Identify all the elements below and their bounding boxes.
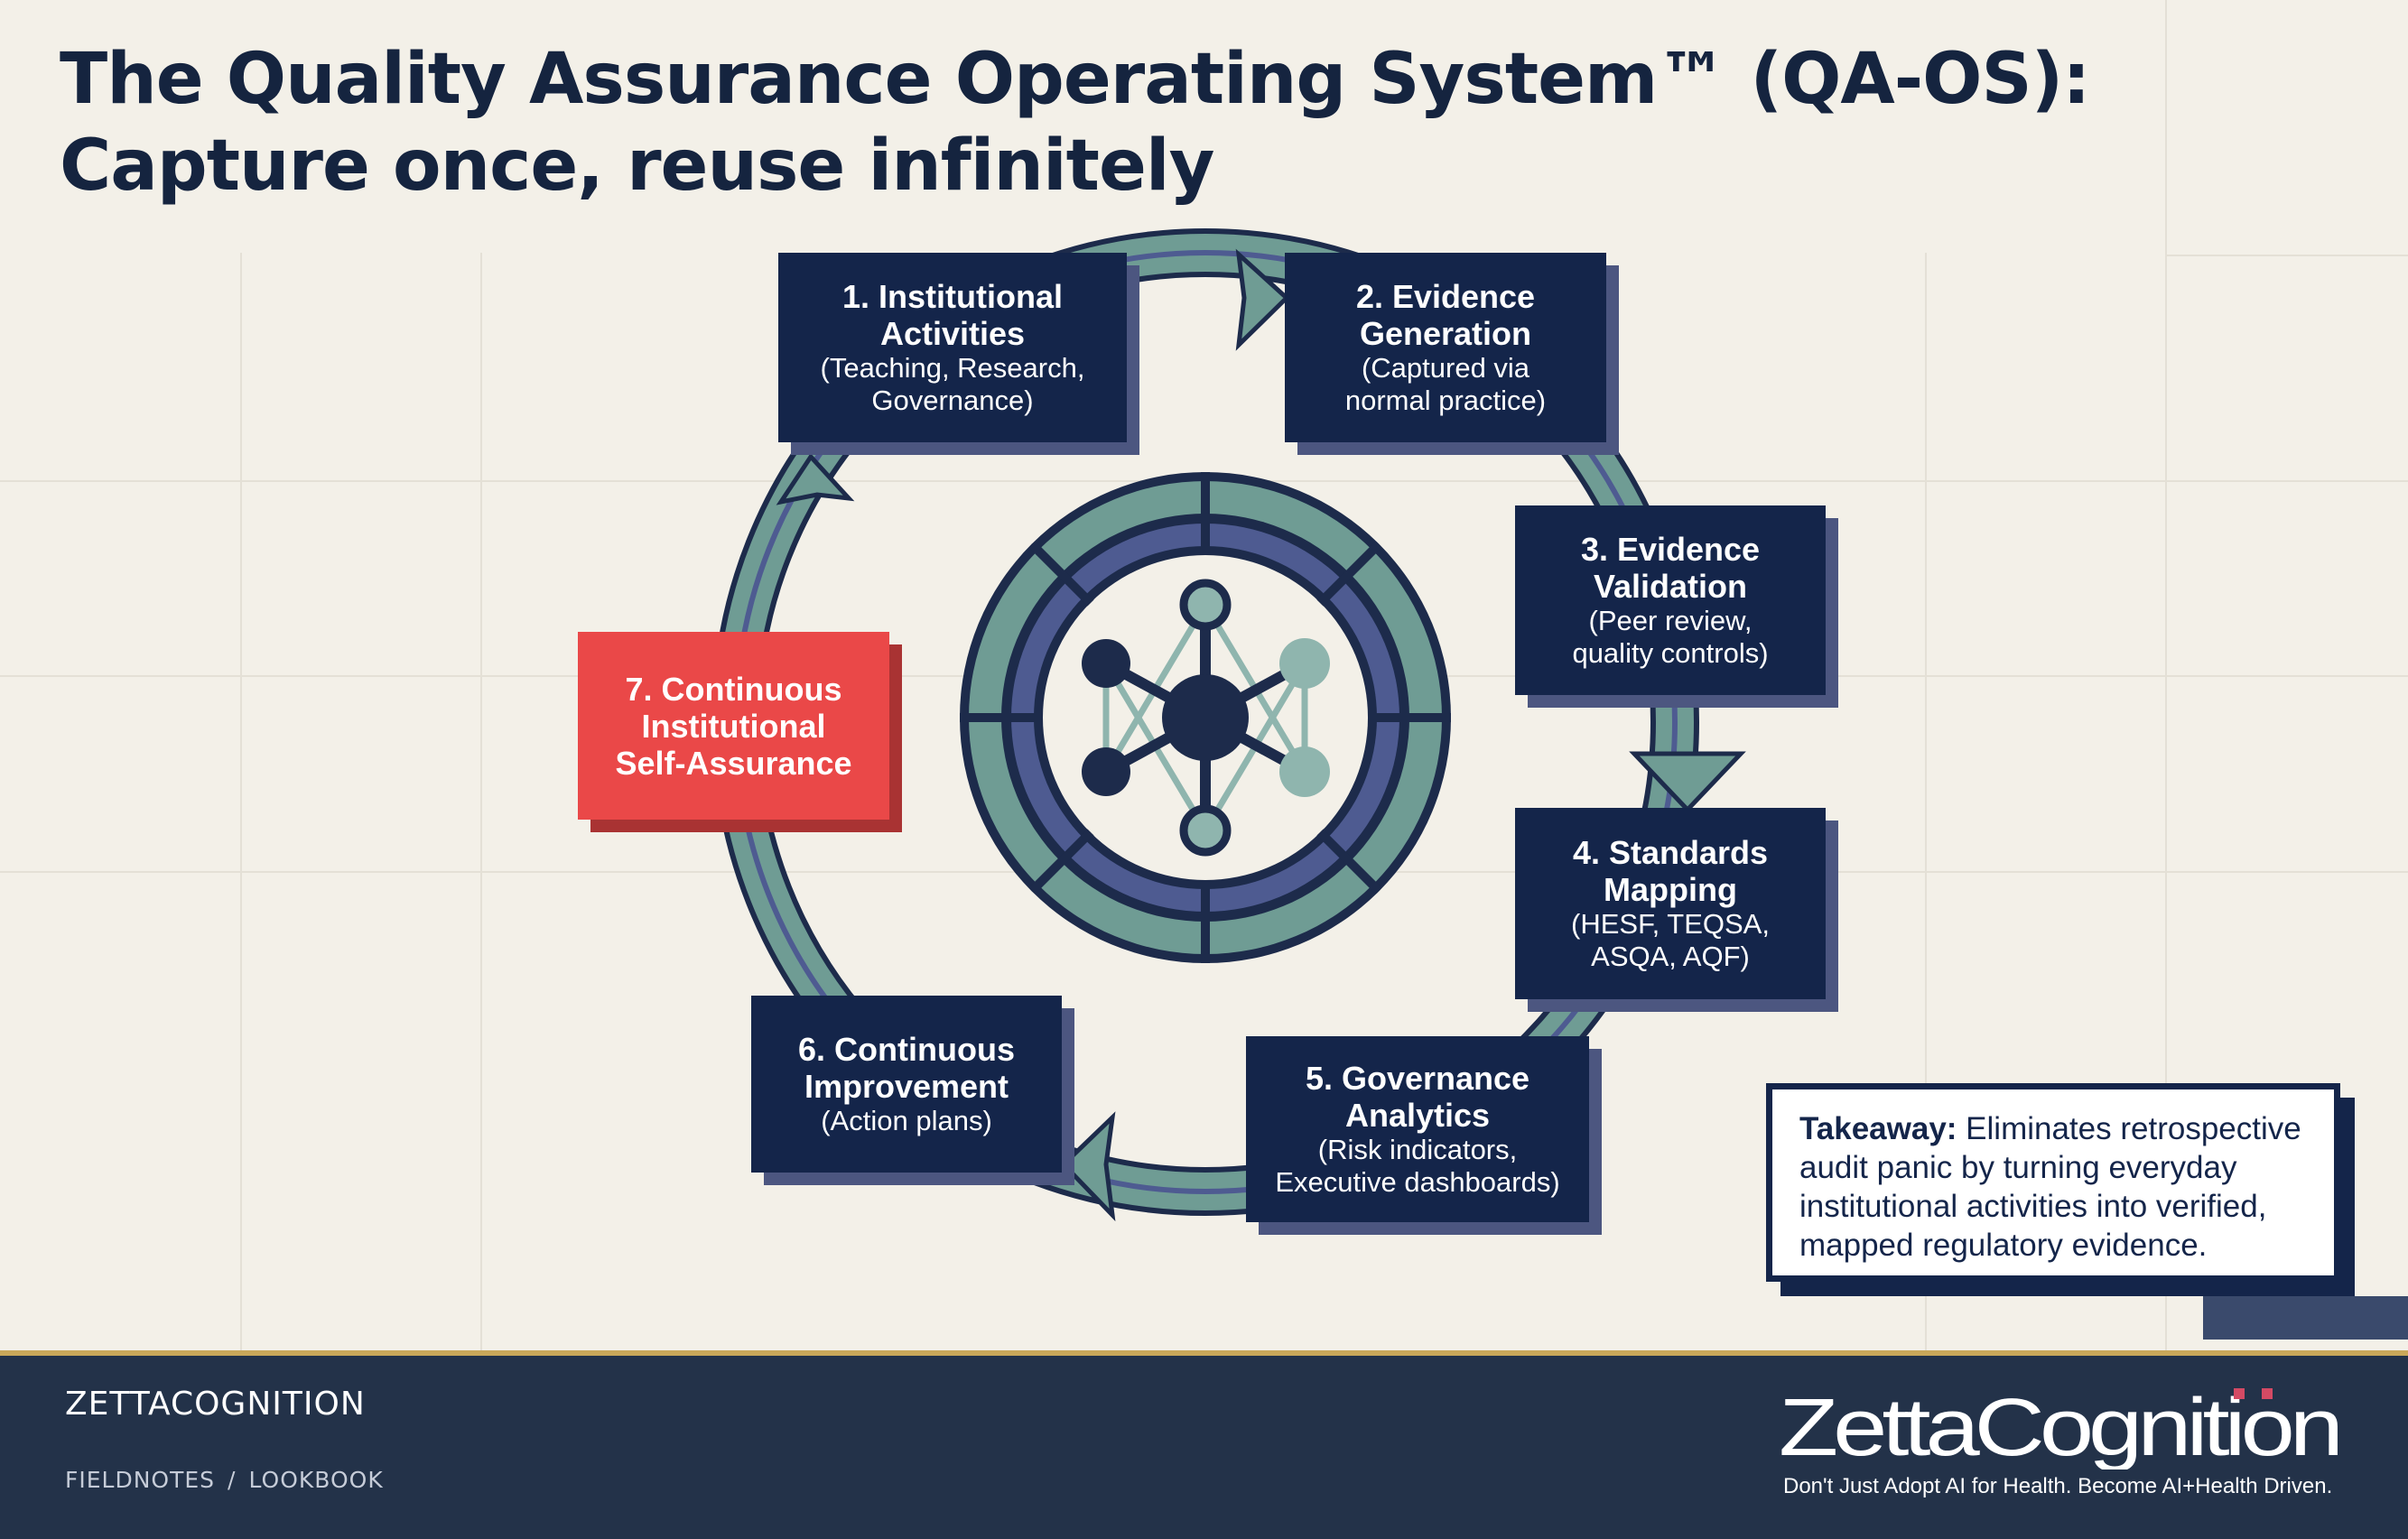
breadcrumb-separator: / (228, 1467, 237, 1493)
step-3-box: 3. Evidence Validation (Peer review, qua… (1515, 505, 1826, 695)
title-line-2: Capture once, reuse infinitely (60, 125, 1214, 207)
breadcrumb-lookbook[interactable]: LOOKBOOK (248, 1467, 384, 1493)
title-line-1: The Quality Assurance Operating System™ … (60, 39, 2090, 120)
step-4-box: 4. Standards Mapping (HESF, TEQSA, ASQA,… (1515, 808, 1826, 999)
breadcrumb: FIELDNOTES / LOOKBOOK (65, 1467, 384, 1493)
decorative-tab (2203, 1296, 2408, 1340)
footer-accent-line (0, 1350, 2408, 1356)
grid-line (1925, 253, 1927, 1350)
step-3-title: 3. Evidence Validation (1580, 531, 1761, 605)
step-2-detail: (Captured via normal practice) (1344, 352, 1547, 416)
step-6-box: 6. Continuous Improvement (Action plans) (751, 996, 1062, 1173)
step-4-detail: (HESF, TEQSA, ASQA, AQF) (1571, 908, 1770, 972)
grid-line (240, 253, 242, 1350)
takeaway-text: Eliminates retrospective audit panic by … (1799, 1111, 2301, 1263)
grid-line (480, 253, 482, 1350)
breadcrumb-fieldnotes[interactable]: FIELDNOTES (65, 1467, 216, 1493)
takeaway-label: Takeaway: (1799, 1111, 1957, 1146)
step-1-box: 1. Institutional Activities (Teaching, R… (778, 253, 1127, 442)
step-1-title: 1. Institutional Activities (841, 278, 1063, 352)
step-2-box: 2. Evidence Generation (Captured via nor… (1285, 253, 1606, 442)
takeaway-callout: Takeaway: Eliminates retrospective audit… (1766, 1083, 2340, 1282)
step-5-box: 5. Governance Analytics (Risk indicators… (1246, 1036, 1589, 1222)
step-7-title: 7. Continuous Institutional Self-Assuran… (615, 670, 852, 782)
step-1-detail: (Teaching, Research, Governance) (820, 352, 1085, 416)
page-title: The Quality Assurance Operating System™ … (60, 36, 2090, 209)
step-3-detail: (Peer review, quality controls) (1572, 605, 1769, 669)
slide: The Quality Assurance Operating System™ … (0, 0, 2408, 1350)
step-7-box: 7. Continuous Institutional Self-Assuran… (578, 632, 889, 820)
step-6-title: 6. Continuous Improvement (798, 1031, 1015, 1105)
logo-wordmark: ZettaCognition (1779, 1383, 2338, 1469)
central-hub (960, 472, 1451, 963)
step-4-title: 4. Standards Mapping (1572, 834, 1769, 908)
step-5-title: 5. Governance Analytics (1305, 1060, 1530, 1134)
zettacognition-logo: ZettaCognition (1779, 1383, 2343, 1469)
footer-tagline: Don't Just Adopt AI for Health. Become A… (1783, 1474, 2333, 1498)
step-5-detail: (Risk indicators, Executive dashboards) (1275, 1134, 1560, 1198)
grid-line (2167, 255, 2408, 256)
network-hub-icon (1082, 579, 1330, 857)
footer (0, 1356, 2408, 1539)
logo-dot (2262, 1388, 2273, 1399)
footer-brand: ZETTACOGNITION (65, 1386, 366, 1423)
logo-dot (2234, 1388, 2245, 1399)
step-6-detail: (Action plans) (821, 1105, 992, 1136)
step-2-title: 2. Evidence Generation (1355, 278, 1536, 352)
